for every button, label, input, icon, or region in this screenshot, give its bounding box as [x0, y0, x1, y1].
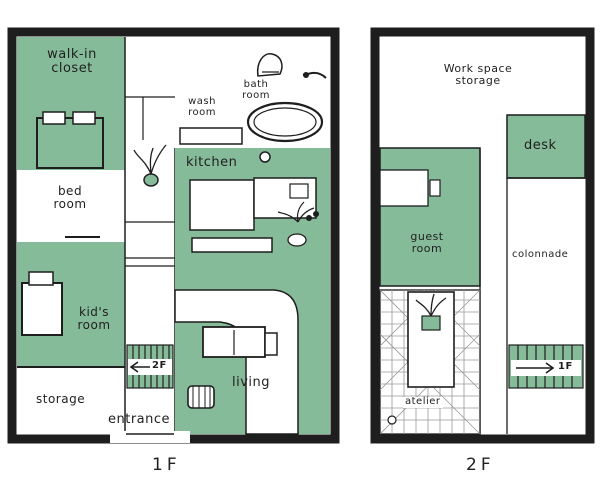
living-label: living: [232, 375, 271, 390]
kitchen-stool: [287, 233, 307, 247]
kids-room-label: kid's room: [77, 305, 111, 332]
floor-1-plan: [7, 27, 340, 444]
work-space-storage-label: Work space storage: [443, 62, 513, 87]
entrance-label: entrance: [108, 412, 171, 427]
guest-shelf-inner: [429, 179, 441, 197]
wash-room-label: wash room: [188, 96, 216, 118]
rocking-chair: [187, 385, 215, 409]
atelier-stool: [387, 415, 397, 425]
storage-label: storage: [36, 392, 86, 406]
stair-arrow-head: [545, 362, 555, 374]
entrance-gap: [110, 431, 190, 443]
desk-area: [506, 114, 586, 179]
colonnade-label: colonnade: [512, 249, 569, 260]
faucet-head: [303, 72, 309, 78]
kitchen-lamp: [259, 151, 271, 163]
plant-leaves: [133, 144, 167, 175]
stair-label-1f: 2F: [152, 360, 167, 371]
kitchen-bench: [191, 237, 273, 253]
kitchen-label: kitchen: [186, 155, 238, 170]
faucet: [302, 71, 327, 79]
bath-room-label: bath room: [242, 79, 270, 101]
bed-pillow: [42, 111, 66, 125]
toilet: [256, 53, 283, 77]
kids-bed-pillow: [28, 271, 54, 286]
counter-plant-berry: [306, 215, 312, 221]
bedroom-label: bed room: [53, 184, 87, 211]
walk-in-closet-area: [17, 37, 125, 97]
atelier-label: atelier: [403, 396, 443, 408]
atelier-plant-pot: [421, 315, 441, 331]
sofa-arm: [264, 332, 278, 356]
bed: [36, 117, 104, 169]
atelier-plant-leaves: [415, 293, 447, 317]
floor-2-label: 2F: [466, 455, 495, 475]
stair-label-2f: 1F: [558, 361, 573, 372]
bathtub-inner: [253, 107, 317, 137]
floor-1-label: 1F: [152, 455, 181, 475]
desk-label: desk: [524, 138, 557, 153]
kitchen-sink: [289, 183, 309, 199]
plant-pot: [143, 173, 159, 187]
walk-in-closet-label: walk-in closet: [47, 47, 97, 76]
wash-basin: [179, 127, 243, 145]
floor-2-plan: [370, 27, 595, 444]
counter-plant: [277, 201, 315, 223]
bed-pillow: [72, 111, 96, 125]
kids-bed: [21, 282, 63, 336]
guest-shelf: [379, 169, 429, 207]
living-path: [174, 289, 299, 435]
kitchen-island: [189, 179, 255, 231]
bedroom-floor-white: [17, 170, 125, 242]
counter-plant-berry: [313, 211, 319, 217]
guest-room-label: guest room: [410, 230, 444, 255]
guest-room-area: [379, 147, 481, 287]
